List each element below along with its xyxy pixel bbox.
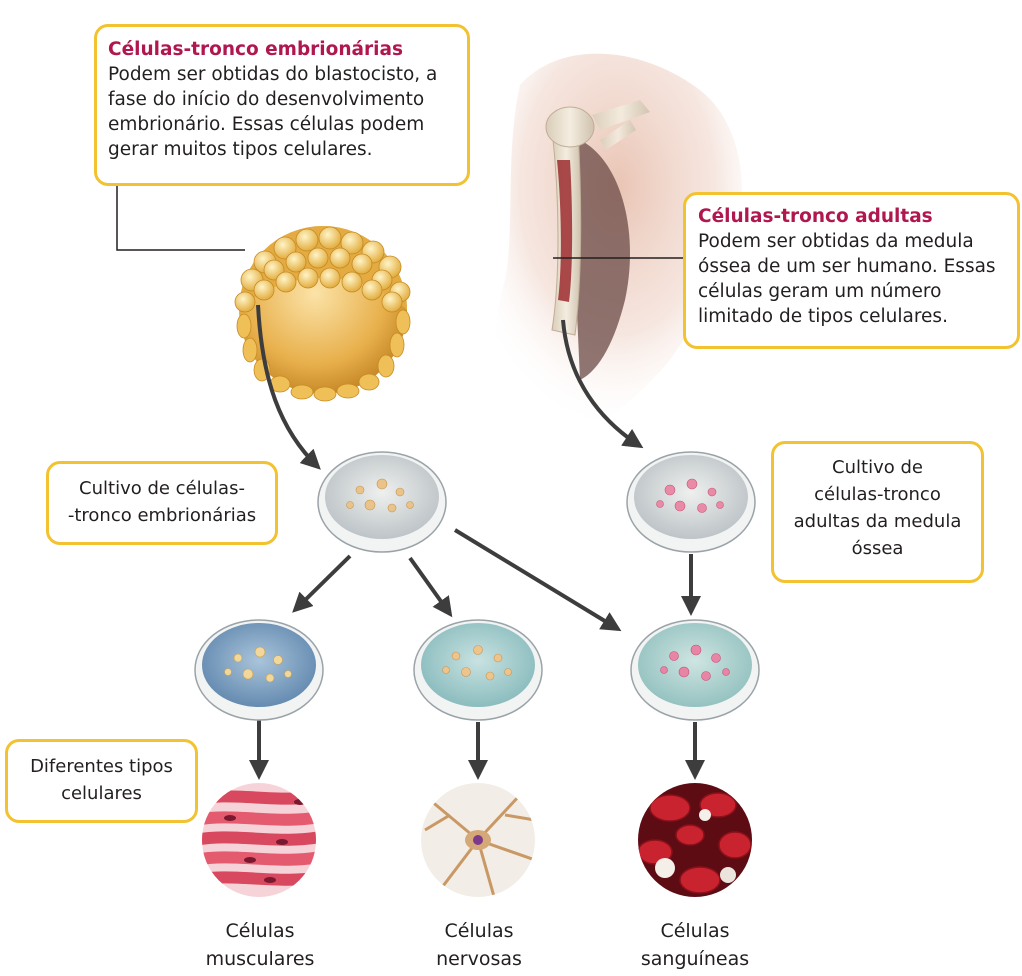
- embryonic-culture-line-1: Cultivo de células-: [79, 478, 245, 499]
- petri-dish-icon: [626, 451, 756, 553]
- arm-bone-icon: [492, 53, 743, 434]
- cell-types-label: Diferentes tipos celulares: [5, 739, 198, 823]
- arrow-bone-to-culture: [561, 319, 644, 449]
- embryonic-heading: Células-tronco embrionárias: [108, 39, 403, 60]
- blood-cells-icon: [638, 783, 752, 897]
- blastocyst-icon: [234, 226, 411, 402]
- adult-culture-label: Cultivo de células-tronco adultas da med…: [771, 441, 984, 583]
- embryonic-culture-line-2: -tronco embrionárias: [67, 505, 257, 526]
- nerve-cells-caption: Células nervosas: [389, 917, 569, 973]
- arrow-to-dish-pink: [453, 528, 622, 632]
- muscle-cells-caption: Células musculares: [170, 917, 350, 973]
- blood-caption-line-2: sanguíneas: [640, 948, 750, 970]
- adult-stem-cells-box: Células-tronco adultas Podem ser obtidas…: [683, 192, 1020, 349]
- nerve-cells-icon: [421, 783, 535, 897]
- embryonic-stem-cells-box: Células-tronco embrionárias Podem ser ob…: [94, 24, 470, 186]
- cell-types-line-2: celulares: [61, 783, 142, 804]
- muscle-caption-line-2: musculares: [205, 948, 315, 970]
- petri-dish-icon: [317, 451, 447, 553]
- blood-caption-line-1: Células: [660, 920, 730, 942]
- embryonic-text: Podem ser obtidas do blastocisto, a fase…: [108, 64, 438, 160]
- adult-text: Podem ser obtidas da medula óssea de um …: [698, 231, 996, 327]
- embryonic-culture-label: Cultivo de células- -tronco embrionárias: [46, 461, 278, 545]
- petri-dish-icon: [413, 619, 543, 721]
- connector-line-embryonic: [116, 186, 245, 251]
- arrow-blastocyst-to-culture: [256, 304, 321, 470]
- petri-dish-icon: [194, 619, 324, 721]
- arrow-to-dish-teal: [408, 556, 453, 618]
- adult-culture-line-4: óssea: [851, 538, 904, 559]
- arrow-to-dish-blue: [292, 554, 352, 613]
- adult-culture-line-1: Cultivo de: [832, 457, 923, 478]
- nerve-caption-line-2: nervosas: [436, 948, 522, 970]
- cell-types-line-1: Diferentes tipos: [30, 756, 173, 777]
- petri-dish-icon: [630, 619, 760, 721]
- adult-culture-line-3: adultas da medula: [793, 511, 962, 532]
- adult-heading: Células-tronco adultas: [698, 206, 933, 227]
- nerve-caption-line-1: Células: [444, 920, 514, 942]
- blood-cells-caption: Células sanguíneas: [605, 917, 785, 973]
- muscle-cells-icon: [202, 783, 316, 897]
- muscle-caption-line-1: Células: [225, 920, 295, 942]
- adult-culture-line-2: células-tronco: [814, 484, 941, 505]
